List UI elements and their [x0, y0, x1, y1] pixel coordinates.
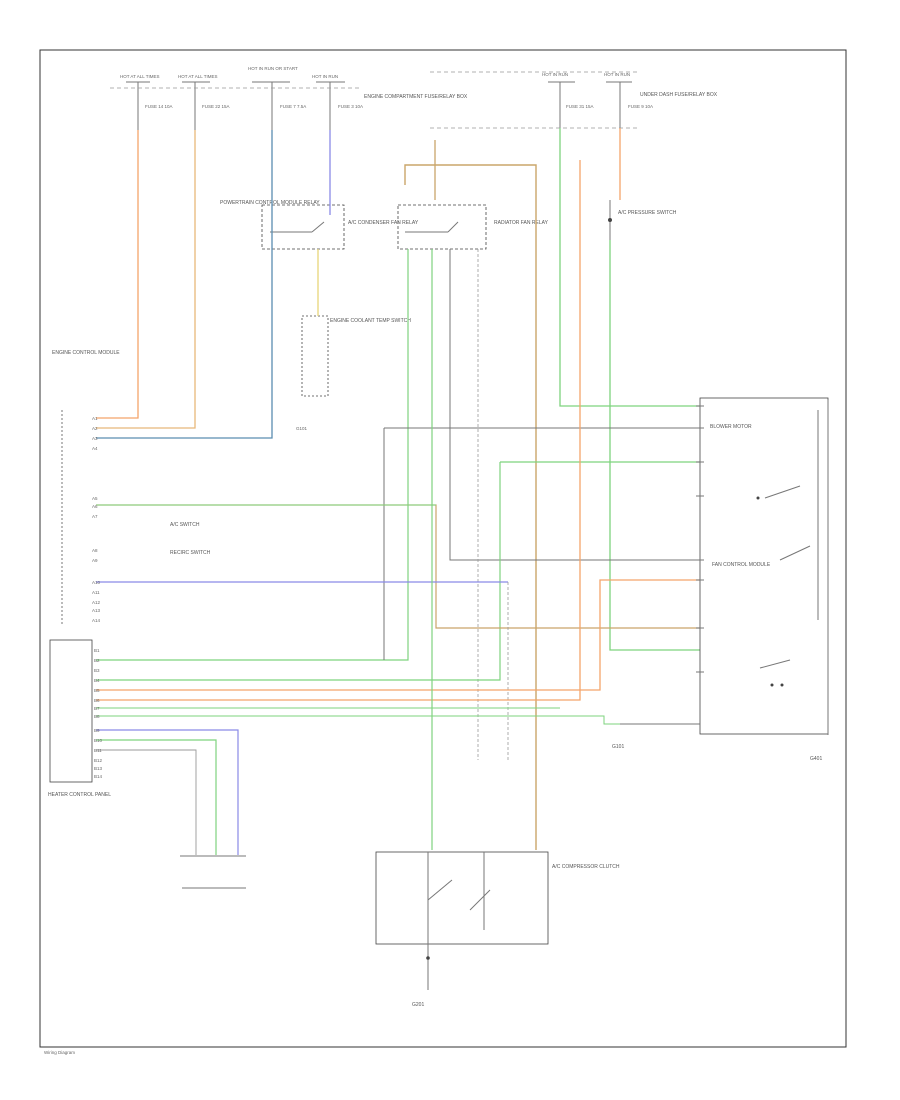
svg-text:B2: B2 [94, 658, 100, 663]
fuse-5: HOT IN RUN FUSE 31 15A [542, 72, 594, 128]
svg-text:A3: A3 [92, 436, 98, 441]
svg-text:FUSE 3 10A: FUSE 3 10A [338, 104, 363, 109]
svg-text:A8: A8 [92, 548, 98, 553]
svg-text:A6: A6 [92, 504, 98, 509]
svg-text:FUSE 22 15A: FUSE 22 15A [202, 104, 230, 109]
svg-text:A10: A10 [92, 580, 101, 585]
svg-text:G101: G101 [296, 426, 308, 431]
wire-green-5 [96, 462, 501, 681]
svg-text:HOT IN RUN: HOT IN RUN [542, 72, 568, 77]
note-recirc-switch: RECIRC SWITCH [170, 550, 211, 556]
svg-text:A12: A12 [92, 600, 101, 605]
right-connector-ends [620, 405, 704, 725]
svg-text:HOT IN RUN: HOT IN RUN [312, 74, 338, 79]
dash-box-label: UNDER DASH FUSE/RELAY BOX [640, 92, 718, 98]
wire-green-9 [96, 739, 217, 855]
svg-text:A1: A1 [92, 416, 98, 421]
wire-orange-4 [96, 579, 700, 691]
sensor-stub [180, 855, 246, 889]
wire-orange-1 [96, 130, 139, 419]
fuse-3: HOT IN RUN OR START FUSE 7 7.5A [248, 66, 306, 130]
svg-text:ENGINE COOLANT TEMP SWITCH: ENGINE COOLANT TEMP SWITCH [330, 318, 411, 324]
svg-text:B11: B11 [94, 748, 102, 753]
svg-text:HOT AT ALL TIMES: HOT AT ALL TIMES [178, 74, 218, 79]
svg-text:G401: G401 [810, 756, 822, 762]
svg-text:G201: G201 [412, 1002, 424, 1008]
wire-violet-3 [96, 729, 239, 855]
fuse-1: HOT AT ALL TIMES FUSE 14 10A [120, 74, 173, 130]
svg-text:B7: B7 [94, 706, 100, 711]
condenser-relay-label: A/C CONDENSER FAN RELAY [348, 220, 419, 226]
svg-text:B14: B14 [94, 774, 103, 779]
svg-text:FUSE 14 10A: FUSE 14 10A [145, 104, 173, 109]
wire-green-8 [96, 715, 700, 725]
ect-switch: ENGINE COOLANT TEMP SWITCH G101 [296, 315, 411, 431]
wire-green-3 [96, 249, 409, 661]
wire-blue-1 [96, 130, 273, 439]
svg-text:HEATER CONTROL PANEL: HEATER CONTROL PANEL [48, 792, 111, 798]
wire-gray-6 [96, 749, 197, 855]
svg-text:RADIATOR FAN RELAY: RADIATOR FAN RELAY [494, 220, 549, 226]
svg-text:B10: B10 [94, 738, 103, 743]
pressure-switch: A/C PRESSURE SWITCH [608, 200, 677, 240]
pin-labels-upper: A1 A2 A3 A4 A5 A6 A7 A8 A9 A10 A11 A12 A… [92, 416, 101, 623]
svg-text:A4: A4 [92, 446, 98, 451]
blower-module: BLOWER MOTOR FAN CONTROL MODULE G401 [699, 397, 829, 762]
svg-text:A2: A2 [92, 426, 98, 431]
svg-text:B4: B4 [94, 678, 100, 683]
pcm-connector-upper: ENGINE CONTROL MODULE [52, 350, 120, 625]
pin-labels-lower: B1 B2 B3 B4 B5 B6 B7 B8 B9 B10 B11 B12 B… [94, 648, 103, 779]
svg-text:A7: A7 [92, 514, 98, 519]
compressor-box: A/C COMPRESSOR CLUTCH G201 [375, 851, 620, 1008]
svg-text:B13: B13 [94, 766, 103, 771]
svg-text:A5: A5 [92, 496, 98, 501]
svg-text:B5: B5 [94, 688, 100, 693]
svg-text:FAN CONTROL MODULE: FAN CONTROL MODULE [712, 562, 771, 568]
svg-text:B1: B1 [94, 648, 100, 653]
engine-box-label: ENGINE COMPARTMENT FUSE/RELAY BOX [364, 94, 468, 100]
footer-label: Wiring Diagram [44, 1050, 75, 1055]
svg-text:B12: B12 [94, 758, 103, 763]
svg-text:B9: B9 [94, 728, 100, 733]
powertrain-relay: POWERTRAIN CONTROL MODULE RELAY [220, 200, 345, 250]
fuse-2: HOT AT ALL TIMES FUSE 22 15A [178, 74, 230, 130]
svg-text:FUSE 9 10A: FUSE 9 10A [628, 104, 653, 109]
svg-text:HOT IN RUN OR START: HOT IN RUN OR START [248, 66, 298, 71]
svg-text:POWERTRAIN CONTROL MODULE RELA: POWERTRAIN CONTROL MODULE RELAY [220, 200, 320, 206]
svg-text:HOT IN RUN: HOT IN RUN [604, 72, 630, 77]
wire-gray-1 [449, 249, 700, 561]
svg-text:FUSE 31 15A: FUSE 31 15A [566, 104, 594, 109]
right-ground-label: G101 [612, 744, 624, 750]
svg-text:A13: A13 [92, 608, 101, 613]
svg-text:BLOWER MOTOR: BLOWER MOTOR [710, 424, 752, 430]
radiator-fan-relay: RADIATOR FAN RELAY [397, 204, 549, 250]
svg-text:ENGINE CONTROL MODULE: ENGINE CONTROL MODULE [52, 350, 120, 356]
wire-orange-5 [96, 160, 581, 701]
svg-text:B3: B3 [94, 668, 100, 673]
wire-green-1 [559, 128, 700, 407]
svg-text:A11: A11 [92, 590, 100, 595]
fuse-6: HOT IN RUN FUSE 9 10A [604, 72, 653, 128]
svg-text:B6: B6 [94, 698, 100, 703]
wire-tan-1 [404, 164, 537, 850]
fuse-4: HOT IN RUN FUSE 3 10A [312, 74, 363, 130]
diagram-frame [39, 49, 847, 1048]
svg-text:A/C COMPRESSOR CLUTCH: A/C COMPRESSOR CLUTCH [552, 864, 620, 870]
svg-text:A9: A9 [92, 558, 98, 563]
wire-green-2 [609, 240, 700, 651]
svg-text:B8: B8 [94, 714, 100, 719]
svg-text:A/C PRESSURE SWITCH: A/C PRESSURE SWITCH [618, 210, 677, 216]
svg-text:A14: A14 [92, 618, 101, 623]
pcm-connector-lower: HEATER CONTROL PANEL [48, 639, 111, 798]
svg-text:FUSE 7 7.5A: FUSE 7 7.5A [280, 104, 306, 109]
note-ac-switch: A/C SWITCH [170, 522, 200, 528]
svg-text:HOT AT ALL TIMES: HOT AT ALL TIMES [120, 74, 160, 79]
wire-orange-2 [96, 130, 196, 429]
